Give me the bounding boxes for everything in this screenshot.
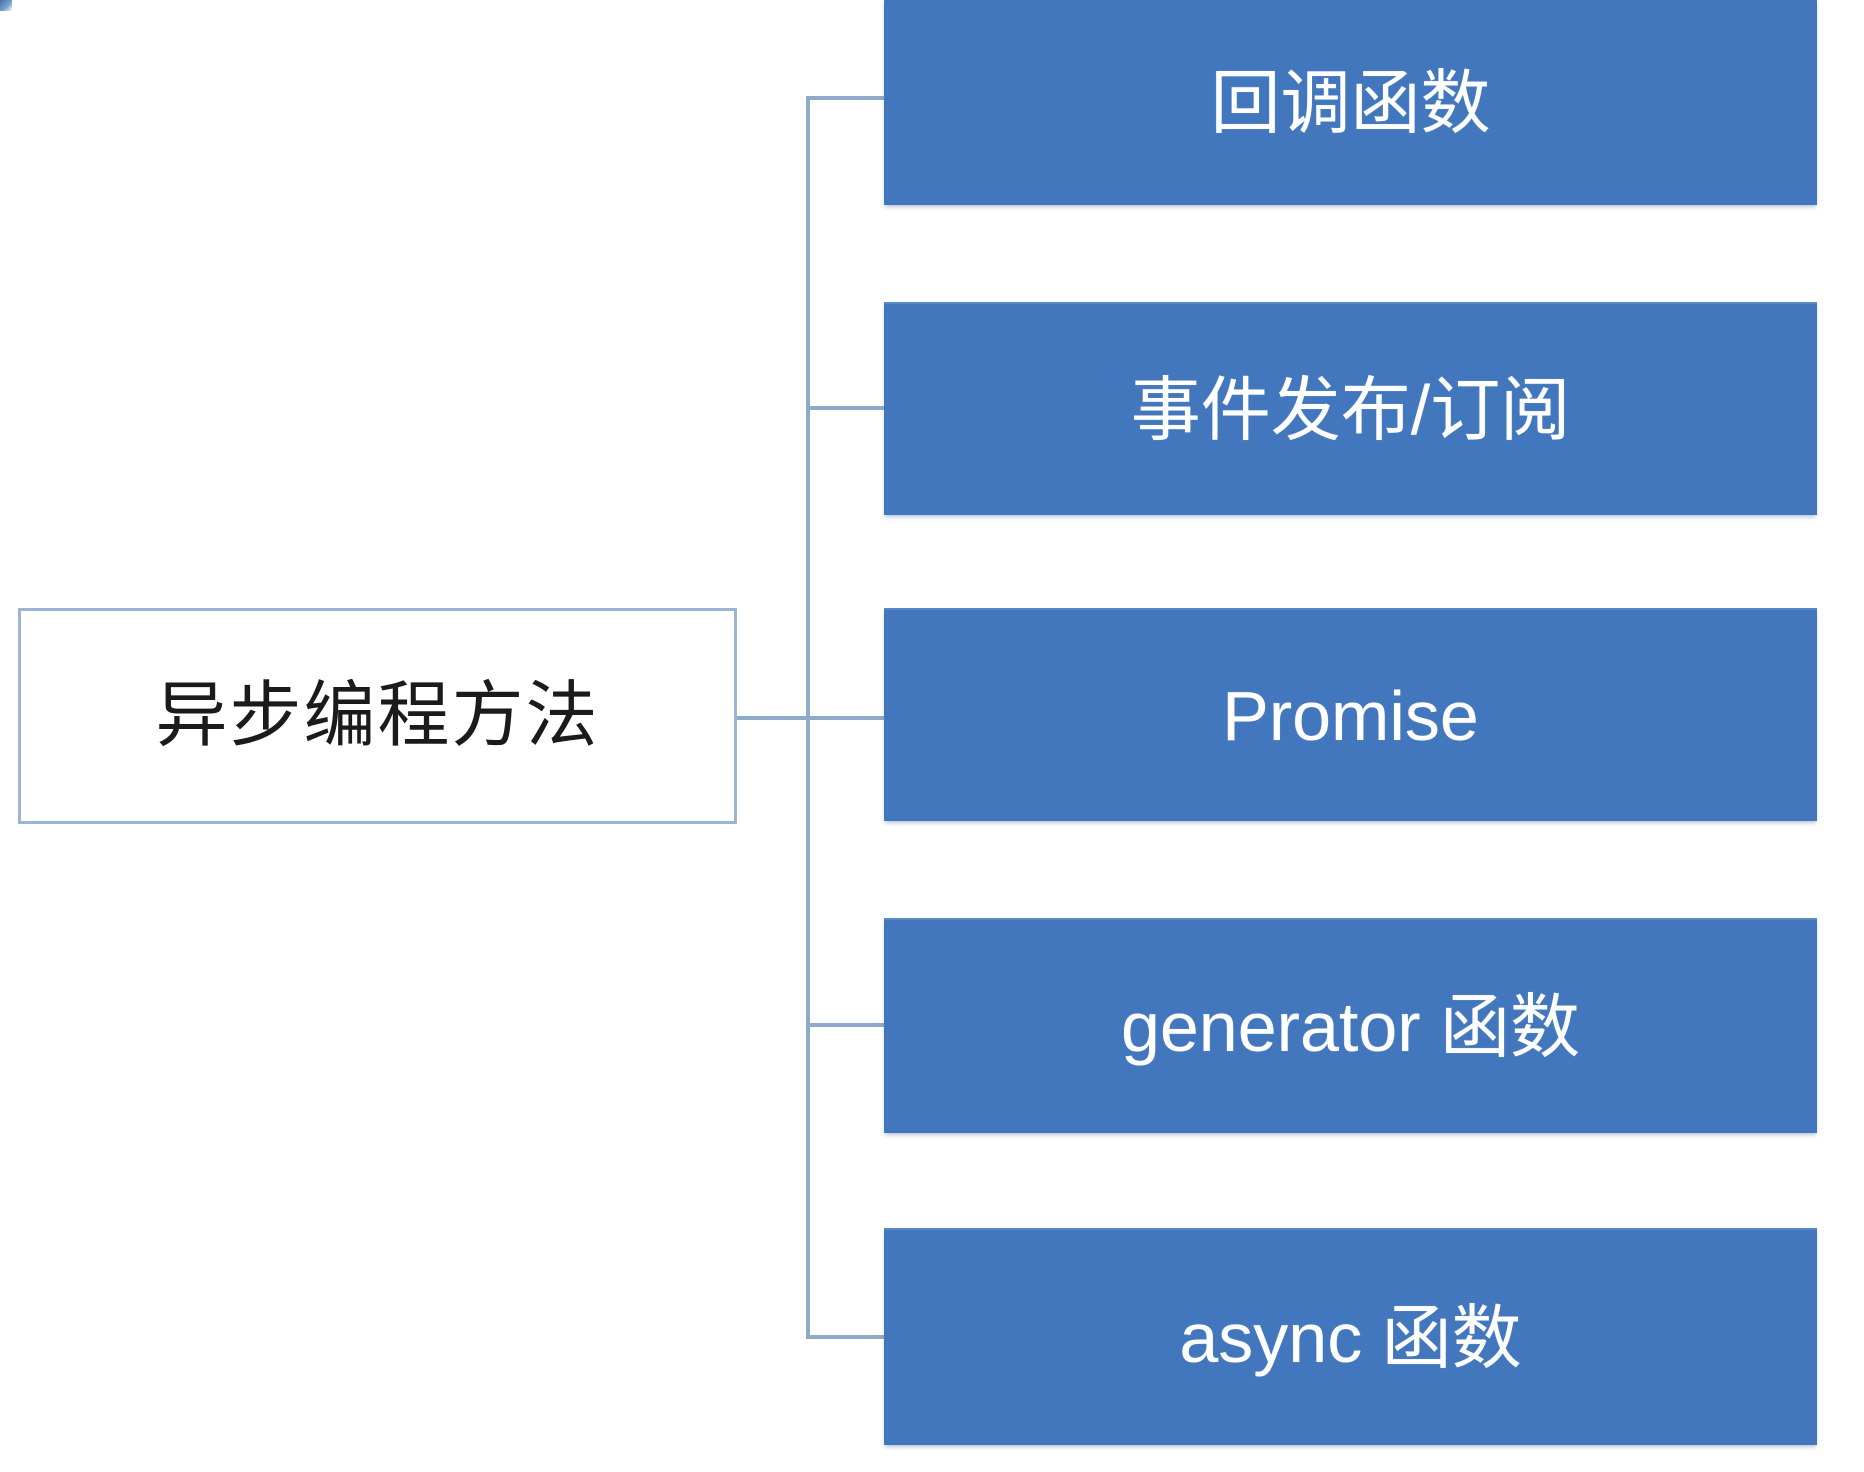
leaf-node-label: async 函数 — [1179, 1298, 1522, 1377]
root-node[interactable]: 异步编程方法 — [18, 608, 737, 824]
leaf-node-event-pubsub[interactable]: 事件发布/订阅 — [884, 302, 1817, 515]
leaf-node-generator[interactable]: generator 函数 — [884, 918, 1817, 1133]
connector-root-stub — [737, 716, 810, 720]
leaf-node-label: 回调函数 — [1210, 63, 1491, 142]
corner-artifact — [0, 0, 12, 11]
connector-branch-5 — [806, 1335, 886, 1339]
connector-branch-1 — [806, 96, 886, 100]
leaf-node-label: 事件发布/订阅 — [1130, 370, 1571, 449]
connector-branch-2 — [806, 406, 886, 410]
root-node-label: 异步编程方法 — [155, 676, 600, 756]
leaf-node-callback[interactable]: 回调函数 — [884, 0, 1817, 205]
connector-branch-3 — [806, 716, 886, 720]
leaf-node-promise[interactable]: Promise — [884, 608, 1817, 821]
leaf-node-label: Promise — [1222, 676, 1479, 755]
leaf-node-async[interactable]: async 函数 — [884, 1228, 1817, 1445]
connector-branch-4 — [806, 1023, 886, 1027]
leaf-node-label: generator 函数 — [1120, 987, 1581, 1066]
